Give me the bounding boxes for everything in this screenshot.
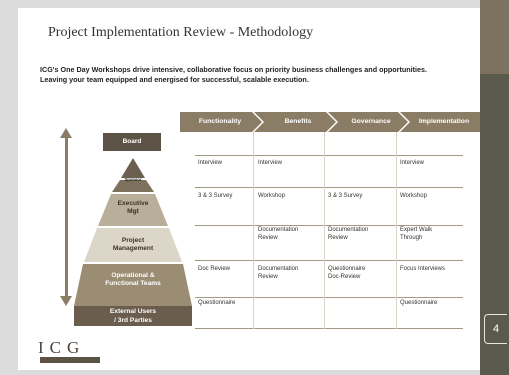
header-functionality: Functionality	[198, 118, 242, 125]
pm-label-line1: Project	[121, 237, 145, 244]
table-hline	[195, 225, 463, 226]
table-hline	[195, 297, 463, 298]
vertical-arrow-shaft	[65, 135, 68, 298]
header-implementation: Implementation	[418, 118, 470, 125]
executive-label-line1: Executive	[117, 200, 149, 207]
pyramid-sponsor-tier	[121, 158, 145, 178]
table-vline	[253, 132, 254, 329]
table-hline	[195, 328, 463, 329]
ops-label-line1: Operational &	[111, 272, 155, 279]
arrow-up-icon	[60, 128, 72, 138]
cell-r4-implementation: Focus Interviews	[400, 266, 446, 272]
page-number: 4	[484, 314, 507, 344]
cell-r4-functionality: Doc Review	[198, 266, 231, 272]
table-hline	[195, 187, 463, 188]
chevron-governance	[328, 112, 408, 132]
chevron-functionality	[180, 112, 262, 132]
project-management-label: Project Management	[95, 237, 171, 253]
cell-r5-implementation: Questionnaire	[400, 300, 438, 306]
executive-label: Executive Mgt	[105, 200, 161, 216]
intro-text: ICG's One Day Workshops drive intensive,…	[40, 65, 480, 84]
cell-r5-functionality: Questionnaire	[198, 300, 236, 306]
right-sidebar-band	[480, 0, 509, 74]
pyramid-sponsor-base	[112, 180, 154, 192]
ops-label-line2: Functional Teams	[105, 280, 161, 287]
external-users-box: External Users / 3rd Parties	[74, 306, 192, 326]
header-governance: Governance	[351, 118, 391, 125]
cell-r2-governance: 3 & 3 Survey	[328, 193, 363, 199]
arrow-down-icon	[60, 296, 72, 306]
right-sidebar	[480, 0, 509, 375]
cell-r2-benefits: Workshop	[258, 193, 285, 199]
icg-logo-underbar	[40, 357, 100, 363]
executive-label-line2: Mgt	[127, 208, 139, 215]
cell-r4-governance: Questionnaire Doc-Review	[328, 266, 366, 280]
intro-line-1: ICG's One Day Workshops drive intensive,…	[40, 65, 427, 74]
chevron-header-bar	[180, 112, 480, 132]
table-vline	[396, 132, 397, 329]
table-hline	[195, 260, 463, 261]
pm-label-line2: Management	[112, 245, 154, 252]
pyramid-pm-tier	[84, 228, 182, 262]
operational-teams-label: Operational & Functional Teams	[78, 272, 188, 288]
sponsor-label: Sponsor	[124, 177, 142, 182]
cell-r1-functionality: Interview	[198, 160, 223, 166]
header-benefits: Benefits	[284, 118, 312, 125]
pyramid-ops-tier	[74, 264, 192, 306]
external-users-line2: / 3rd Parties	[114, 316, 152, 324]
intro-line-2: Leaving your team equipped and energised…	[40, 74, 309, 84]
cell-r1-benefits: Interview	[258, 160, 283, 166]
cell-r3-benefits: Documentation Review	[258, 227, 299, 241]
pyramid-executive-tier	[98, 194, 168, 226]
stakeholder-pyramid	[74, 158, 192, 306]
cell-r2-implementation: Workshop	[400, 193, 427, 199]
board-box: Board	[103, 133, 161, 151]
slide-title: Project Implementation Review - Methodol…	[48, 25, 314, 40]
external-users-line1: External Users	[109, 308, 157, 315]
chevron-implementation	[400, 112, 480, 132]
table-hline	[195, 155, 463, 156]
cell-r3-governance: Documentation Review	[328, 227, 369, 241]
chevron-benefits	[254, 112, 336, 132]
cell-r4-benefits: Documentation Review	[258, 266, 299, 280]
cell-r1-implementation: Interview	[400, 160, 425, 166]
cell-r3-implementation: Expert Walk Through	[400, 227, 433, 241]
table-vline	[324, 132, 325, 329]
cell-r2-functionality: 3 & 3 Survey	[198, 193, 233, 199]
icg-logo: ICG	[38, 338, 86, 357]
